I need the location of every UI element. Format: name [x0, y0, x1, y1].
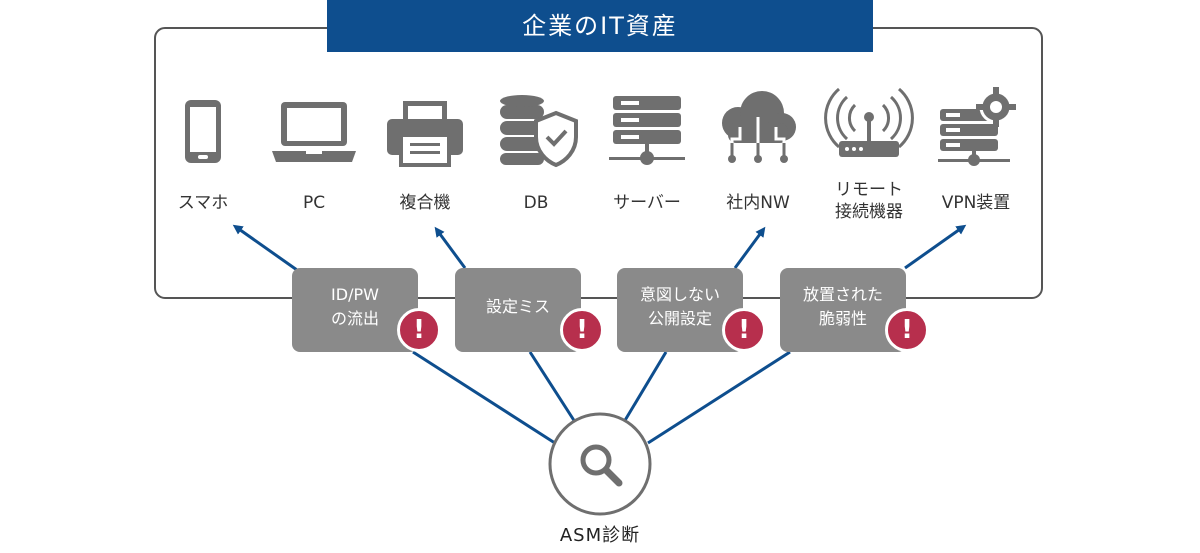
connector-3	[622, 351, 668, 423]
it-assets-frame	[154, 27, 1043, 299]
scanner-connectors	[412, 350, 791, 447]
warning-icon: !	[722, 308, 766, 352]
warning-icon: !	[560, 308, 604, 352]
title-bar: 企業のIT資産	[327, 0, 873, 52]
arrow-to-printer	[434, 226, 467, 269]
arrow-to-vpn	[904, 224, 967, 270]
asset-label-printer: 複合機	[399, 193, 451, 213]
database-shield-icon	[500, 95, 578, 168]
asset-label-pc: PC	[302, 193, 326, 213]
server-gear-icon	[938, 87, 1016, 166]
server-icon	[609, 96, 685, 165]
risk-box-unintended-exposure: 意図しない 公開設定	[617, 268, 743, 352]
asset-label-remote-device: リモート 接続機器	[835, 180, 903, 222]
asset-label-database: DB	[523, 193, 549, 213]
risk-arrows	[232, 224, 967, 272]
connector-4	[647, 350, 791, 445]
cloud-network-icon	[722, 91, 796, 163]
laptop-icon	[272, 102, 356, 162]
router-icon	[824, 87, 914, 157]
asset-label-network: 社内NW	[726, 193, 790, 213]
warning-icon: !	[885, 308, 929, 352]
magnifier-icon	[580, 444, 623, 487]
asm-scanner-icon	[548, 412, 652, 516]
printer-icon	[387, 101, 463, 167]
connector-2	[528, 351, 577, 423]
arrow-to-smartphone	[232, 224, 298, 272]
risk-box-misconfiguration: 設定ミス	[455, 268, 581, 352]
asm-scan-label: ASM診断	[559, 525, 641, 546]
asset-label-vpn: VPN装置	[941, 193, 1011, 213]
arrow-to-network	[733, 226, 766, 269]
asset-label-server: サーバー	[613, 193, 681, 213]
risk-box-unpatched-vulnerability: 放置された 脆弱性	[780, 268, 906, 352]
warning-icon: !	[397, 308, 441, 352]
asset-label-smartphone: スマホ	[177, 193, 229, 213]
smartphone-icon	[185, 100, 221, 163]
connector-1	[412, 350, 559, 447]
risk-box-credential-leak: ID/PW の流出	[292, 268, 418, 352]
